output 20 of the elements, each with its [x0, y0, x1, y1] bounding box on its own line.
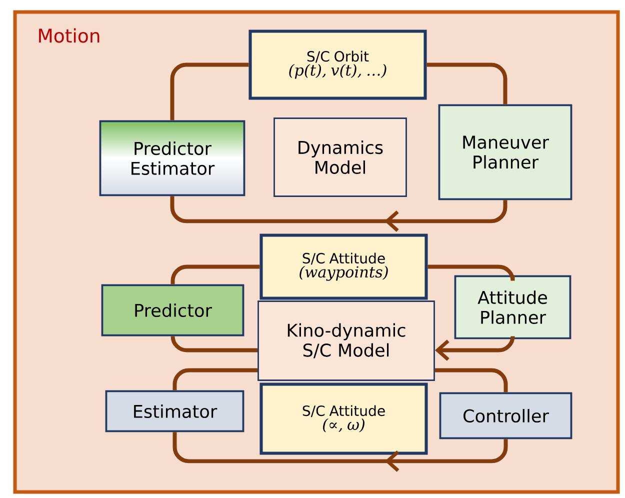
planner-box: Attitude Planner	[454, 275, 572, 340]
connector	[172, 432, 508, 472]
connector	[428, 264, 515, 283]
connector	[170, 336, 258, 352]
model-box: Dynamics Model	[274, 118, 407, 197]
connector	[434, 368, 508, 392]
process-box: Predictor	[101, 284, 244, 336]
connector	[170, 62, 249, 120]
state-box: S/C Attitude (waypoints)	[260, 234, 428, 300]
state-box: S/C Attitude (∝, ω)	[260, 382, 428, 455]
process-box: Predictor Estimator	[99, 120, 246, 196]
model-box: Kino-dynamic S/C Model	[258, 300, 435, 381]
connector	[426, 62, 508, 104]
connector	[170, 196, 508, 232]
process-box: Controller	[439, 392, 572, 440]
planner-box: Maneuver Planner	[438, 104, 572, 200]
connector	[172, 368, 258, 390]
state-box: S/C Orbit (p(t), v(t), …)	[248, 30, 427, 100]
connector	[170, 264, 260, 284]
process-box: Estimator	[105, 390, 244, 432]
